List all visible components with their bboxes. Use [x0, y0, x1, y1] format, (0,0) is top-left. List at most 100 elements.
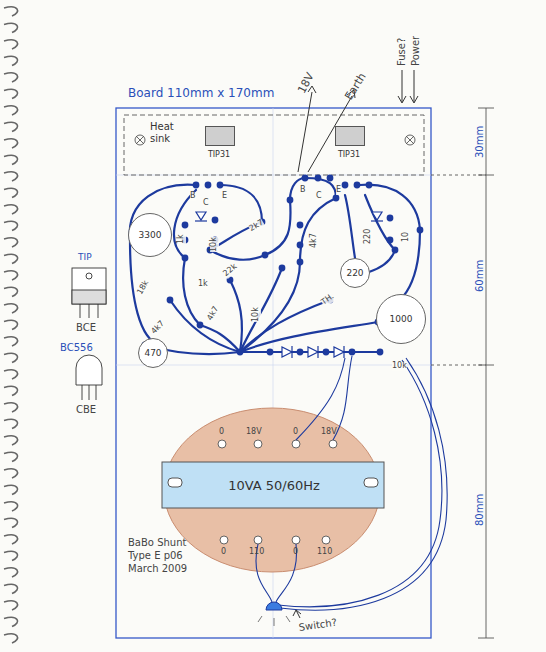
sketch-label: Power	[410, 36, 421, 66]
spiral-ring	[4, 56, 18, 65]
spiral-ring	[4, 40, 18, 49]
transformer-core	[162, 462, 384, 508]
node-text: TIP31	[196, 150, 242, 159]
spiral-ring	[4, 221, 18, 230]
spiral-ring	[4, 584, 18, 593]
solder-pad	[327, 175, 334, 182]
spiral-ring	[4, 89, 18, 98]
sketch-label: 18V	[246, 428, 262, 437]
solder-pad	[279, 265, 286, 272]
spiral-ring	[4, 370, 18, 379]
transistor-tab	[205, 126, 235, 146]
sketch-label: CBE	[76, 404, 96, 415]
notebook-spiral	[4, 7, 18, 643]
spiral-ring	[4, 469, 18, 478]
sketch-label: BaBo Shunt Type E p06 March 2009	[128, 536, 192, 575]
board-outline	[116, 108, 431, 638]
node-text: 220	[346, 268, 363, 278]
solder-pad	[302, 175, 309, 182]
spiral-ring	[4, 320, 18, 329]
solder-pad	[417, 227, 424, 234]
spiral-ring	[4, 337, 18, 346]
spiral-ring	[4, 634, 18, 643]
spiral-ring	[4, 403, 18, 412]
heat-sink-outline	[124, 115, 424, 175]
spiral-ring	[4, 485, 18, 494]
transformer-pins	[218, 440, 337, 544]
solder-pad	[193, 182, 200, 189]
solder-pad	[287, 197, 294, 204]
spiral-ring	[4, 353, 18, 362]
solder-pad	[262, 252, 269, 259]
sketch-label: 220	[364, 229, 373, 244]
switch-lamp	[266, 602, 282, 610]
sketch-label: 10k	[252, 307, 261, 322]
node-text: 3300	[139, 230, 162, 240]
solder-pad	[297, 242, 304, 249]
node-text: 470	[144, 348, 161, 358]
spiral-ring	[4, 106, 18, 115]
heat-sink: Heat sinkTIP31TIP31	[124, 115, 424, 175]
sketch-label: 30mm	[474, 126, 485, 158]
solder-pad	[197, 322, 204, 329]
spiral-ring	[4, 238, 18, 247]
solder-pad	[182, 222, 189, 229]
solder-pad	[297, 222, 304, 229]
sketch-label: TIP	[78, 253, 92, 263]
spiral-ring	[4, 386, 18, 395]
sketch-label: 60mm	[474, 260, 485, 292]
spiral-ring	[4, 551, 18, 560]
solder-pad	[237, 349, 244, 356]
capacitor: 220	[340, 258, 370, 288]
spiral-ring	[4, 419, 18, 428]
solder-pad	[387, 237, 394, 244]
solder-pad	[217, 182, 224, 189]
dimension-line	[431, 108, 494, 638]
spiral-ring	[4, 155, 18, 164]
spiral-ring	[4, 188, 18, 197]
transformer: 10VA 50/60Hz	[194, 470, 354, 500]
sketch-label: C	[203, 199, 209, 208]
solder-pad	[267, 349, 274, 356]
solder-pad	[349, 349, 356, 356]
sketch-label: 18V	[296, 71, 317, 96]
capacitor: 1000	[376, 294, 426, 344]
capacitor: 470	[138, 338, 168, 368]
sketch-label: 80mm	[474, 494, 485, 526]
sketch-label: 110	[317, 548, 332, 557]
sketch-label: 18V	[321, 428, 337, 437]
sketch-label: B	[190, 192, 196, 201]
sketch-label: 4k7	[206, 305, 221, 322]
transistor-tab	[335, 126, 365, 146]
spiral-ring	[4, 23, 18, 32]
spiral-ring	[4, 271, 18, 280]
capacitor: 3300	[128, 213, 172, 257]
solder-pad	[377, 349, 384, 356]
lamp-rays	[258, 616, 290, 626]
spiral-ring	[4, 73, 18, 82]
sketch-label: 0	[221, 548, 226, 557]
sketch-label: 22k	[222, 262, 239, 278]
sketch-label: 110	[249, 548, 264, 557]
spiral-ring	[4, 287, 18, 296]
node-text: Board 110mm x 170mm	[128, 86, 274, 100]
spiral-ring	[4, 452, 18, 461]
sketch-label: 1k	[198, 280, 208, 289]
node-text: Heat sink	[150, 121, 186, 144]
sketch-label: 18k	[136, 279, 151, 296]
spiral-ring	[4, 7, 18, 16]
sketch-label: 10k	[210, 237, 219, 252]
screw-holes	[135, 135, 415, 145]
spiral-ring	[4, 568, 18, 577]
power-transistor: TIP31	[326, 122, 372, 172]
spiral-ring	[4, 617, 18, 626]
spiral-ring	[4, 518, 18, 527]
sketch-label: 10k	[392, 362, 407, 371]
pcb-traces	[130, 178, 420, 354]
sketch-label: 1k	[177, 234, 186, 244]
sketch-label: 4k7	[310, 233, 319, 248]
solder-pad	[333, 195, 340, 202]
spiral-ring	[4, 535, 18, 544]
sketch-label: C	[316, 192, 322, 201]
lead-arrows	[298, 70, 418, 172]
